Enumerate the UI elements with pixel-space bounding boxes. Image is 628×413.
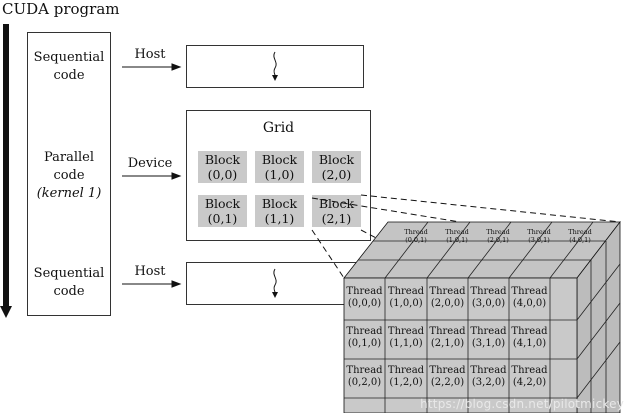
cube-front-labels: Thread(0,0,0)Thread(1,0,0)Thread(2,0,0)T… xyxy=(346,286,548,388)
cube-thread-name: Thread xyxy=(511,365,548,376)
cube-thread-name: Thread xyxy=(470,365,507,376)
block-index: (1,0) xyxy=(264,167,295,182)
parallel-code-line2: code xyxy=(53,168,85,183)
block-index: (2,0) xyxy=(321,167,352,182)
parallel-code-kernel: (kernel 1) xyxy=(36,186,102,201)
cube-thread-name: Thread xyxy=(429,365,466,376)
device-arrow-head xyxy=(171,172,182,180)
block-0-0: Block (0,0) xyxy=(198,151,247,183)
cube-thread-index: (4,1,0) xyxy=(513,338,546,349)
sequential-code-bottom-line1: Sequential xyxy=(33,266,105,281)
host-label-bottom: Host xyxy=(134,264,166,279)
grid-title: Grid xyxy=(262,120,295,136)
cube-thread-name: Thread xyxy=(346,286,383,297)
block-index: (1,1) xyxy=(264,211,295,226)
cube-thread-name: Thread xyxy=(346,326,383,337)
cube-thread-name: Thread xyxy=(511,326,548,337)
block-index: (2,1) xyxy=(321,211,352,226)
cube-thread-name: Thread xyxy=(388,286,425,297)
sequential-code-top: Sequential code xyxy=(28,49,110,85)
cube-thread-name: Thread xyxy=(429,286,466,297)
cube-thread-index: (0,1,0) xyxy=(348,338,381,349)
cube-top-thread-index: (4,0,1) xyxy=(569,236,591,244)
block-2-1: Block (2,1) xyxy=(312,195,361,227)
cube-top-thread-index: (2,0,1) xyxy=(487,236,509,244)
cube-thread-index: (0,0,0) xyxy=(348,298,381,309)
cube-top-thread-name: Thread xyxy=(445,228,469,236)
cube-thread-index: (4,0,0) xyxy=(513,298,546,309)
sequential-code-bottom: Sequential code xyxy=(28,265,110,301)
timeline-arrow xyxy=(0,24,12,318)
cube-thread-index: (2,1,0) xyxy=(431,338,464,349)
cube-thread-name: Thread xyxy=(470,286,507,297)
block-name: Block xyxy=(261,196,298,211)
cube-front-face xyxy=(343,277,578,413)
grid-box: Grid Block (0,0) Block (1,0) Block (2,0)… xyxy=(186,110,371,241)
cube-top-thread-index: (3,0,1) xyxy=(528,236,550,244)
block-1-1: Block (1,1) xyxy=(255,195,304,227)
cube-thread-name: Thread xyxy=(388,326,425,337)
parallel-code: Parallel code (kernel 1) xyxy=(28,149,110,203)
cube-thread-index: (2,0,0) xyxy=(431,298,464,309)
block-name: Block xyxy=(318,196,355,211)
cube-thread-name: Thread xyxy=(388,365,425,376)
cube-thread-index: (3,1,0) xyxy=(472,338,505,349)
cube-thread-index: (3,2,0) xyxy=(472,377,505,388)
cube-top-labels: Thread(0,0,1)Thread(1,0,1)Thread(2,0,1)T… xyxy=(404,228,592,244)
parallel-code-line1: Parallel xyxy=(43,150,95,165)
cube-thread-index: (2,2,0) xyxy=(431,377,464,388)
cube-top-thread-index: (1,0,1) xyxy=(446,236,468,244)
cube-gridlines xyxy=(344,221,621,413)
sequential-code-top-line2: code xyxy=(53,68,85,83)
host-arrow-bottom-head xyxy=(171,280,182,288)
device-label: Device xyxy=(127,156,173,171)
block-index: (0,0) xyxy=(207,167,238,182)
zoom-lines xyxy=(311,194,621,279)
cube-thread-index: (1,1,0) xyxy=(389,338,422,349)
cube-thread-index: (4,2,0) xyxy=(513,377,546,388)
cube-thread-name: Thread xyxy=(470,326,507,337)
block-name: Block xyxy=(318,152,355,167)
block-0-1: Block (0,1) xyxy=(198,195,247,227)
block-name: Block xyxy=(261,152,298,167)
cube-top-thread-name: Thread xyxy=(486,228,510,236)
host-squiggle-bottom xyxy=(272,268,278,298)
block-index: (0,1) xyxy=(207,211,238,226)
block-1-0: Block (1,0) xyxy=(255,151,304,183)
program-column: Sequential code Parallel code (kernel 1)… xyxy=(27,32,111,316)
host-box-top xyxy=(186,45,364,88)
block-name: Block xyxy=(204,196,241,211)
block-2-0: Block (2,0) xyxy=(312,151,361,183)
host-squiggle-top xyxy=(272,51,278,81)
sequential-code-bottom-line2: code xyxy=(53,284,85,299)
sequential-code-top-line1: Sequential xyxy=(33,50,105,65)
cube-thread-index: (0,2,0) xyxy=(348,377,381,388)
cube-top-thread-name: Thread xyxy=(527,228,551,236)
cube-top-thread-name: Thread xyxy=(568,228,592,236)
cube-top-thread-index: (0,0,1) xyxy=(405,236,427,244)
block-name: Block xyxy=(204,152,241,167)
cube-thread-name: Thread xyxy=(346,365,383,376)
host-arrow-top-head xyxy=(171,63,182,71)
cube-thread-name: Thread xyxy=(429,326,466,337)
watermark: https://blog.csdn.net/pilotmickey xyxy=(420,397,624,411)
cube-thread-name: Thread xyxy=(511,286,548,297)
cube-top-thread-name: Thread xyxy=(404,228,428,236)
cube-thread-index: (3,0,0) xyxy=(472,298,505,309)
diagram-title: CUDA program xyxy=(2,0,120,18)
cube-thread-index: (1,2,0) xyxy=(389,377,422,388)
host-label-top: Host xyxy=(134,47,166,62)
host-box-bottom xyxy=(186,262,364,305)
cube-thread-index: (1,0,0) xyxy=(389,298,422,309)
